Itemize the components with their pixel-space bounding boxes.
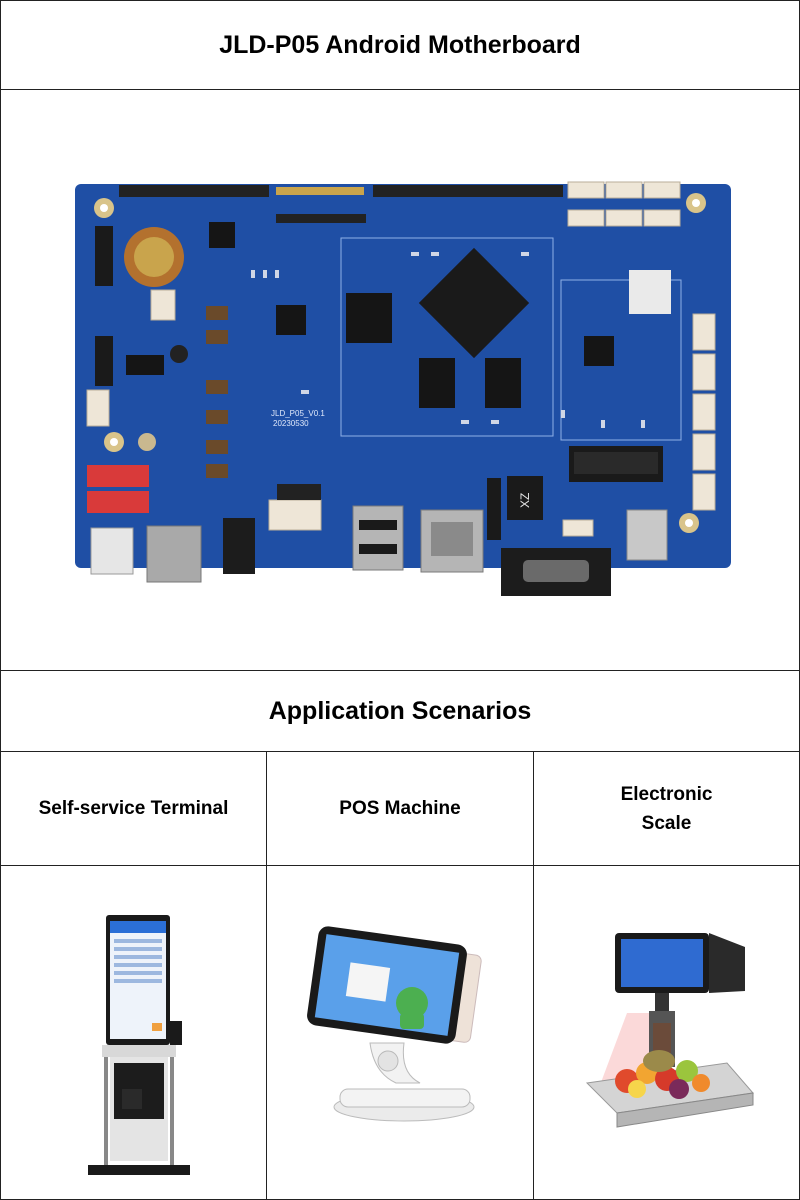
memory-chips bbox=[126, 222, 614, 408]
scenario-label-cell-3: Electronic Scale bbox=[533, 751, 800, 866]
pin-header-top-mid bbox=[373, 185, 563, 197]
lvds-connector bbox=[276, 187, 364, 195]
section-title: Application Scenarios bbox=[268, 696, 532, 725]
title-row: JLD-P05 Android Motherboard bbox=[0, 0, 800, 90]
scenarios-grid: Self-service Terminal POS Machine Electr… bbox=[0, 751, 800, 1200]
scenarios-heading-row: Application Scenarios bbox=[0, 670, 800, 752]
scenario-image-cell-2 bbox=[266, 865, 534, 1200]
network-chip bbox=[507, 476, 543, 520]
self-service-terminal-illustration bbox=[87, 914, 190, 1175]
electronic-scale-illustration bbox=[585, 932, 754, 1128]
page-title: JLD-P05 Android Motherboard bbox=[219, 30, 581, 59]
scenario-image-cell-3 bbox=[533, 865, 800, 1200]
board-version-label: JLD_P05_V0.1 bbox=[271, 409, 325, 418]
dc-jack bbox=[90, 527, 134, 575]
red-power-connectors bbox=[87, 465, 149, 513]
mounting-holes bbox=[94, 193, 706, 533]
pin-header-top-left bbox=[119, 185, 269, 197]
sim-slot bbox=[626, 509, 668, 561]
pos-machine-illustration bbox=[307, 925, 482, 1121]
scenario-label-scale-line2: Scale bbox=[641, 812, 692, 834]
scenario-label-cell-2: POS Machine bbox=[266, 751, 534, 866]
scenario-label-scale: Electronic Scale bbox=[621, 780, 713, 838]
scenario-label-cell-1: Self-service Terminal bbox=[0, 751, 267, 866]
scenario-label-scale-line1: Electronic bbox=[620, 783, 713, 805]
audio-jack bbox=[223, 518, 255, 574]
motherboard-image-row: XZ JLD_P05_V0.1 20230530 bbox=[0, 89, 800, 671]
dual-usb-port bbox=[352, 505, 404, 571]
board-date-label: 20230530 bbox=[273, 419, 309, 428]
scenario-image-cell-1 bbox=[0, 865, 267, 1200]
usb-port bbox=[146, 525, 202, 583]
motherboard-illustration: XZ JLD_P05_V0.1 20230530 bbox=[75, 181, 731, 596]
white-connectors-right bbox=[692, 313, 716, 511]
wifi-module bbox=[629, 270, 671, 314]
white-connectors-top bbox=[567, 181, 681, 227]
scenario-label-pos: POS Machine bbox=[339, 798, 461, 819]
scenario-label-self-service: Self-service Terminal bbox=[38, 798, 229, 819]
network-chip-text: XZ bbox=[518, 493, 532, 508]
